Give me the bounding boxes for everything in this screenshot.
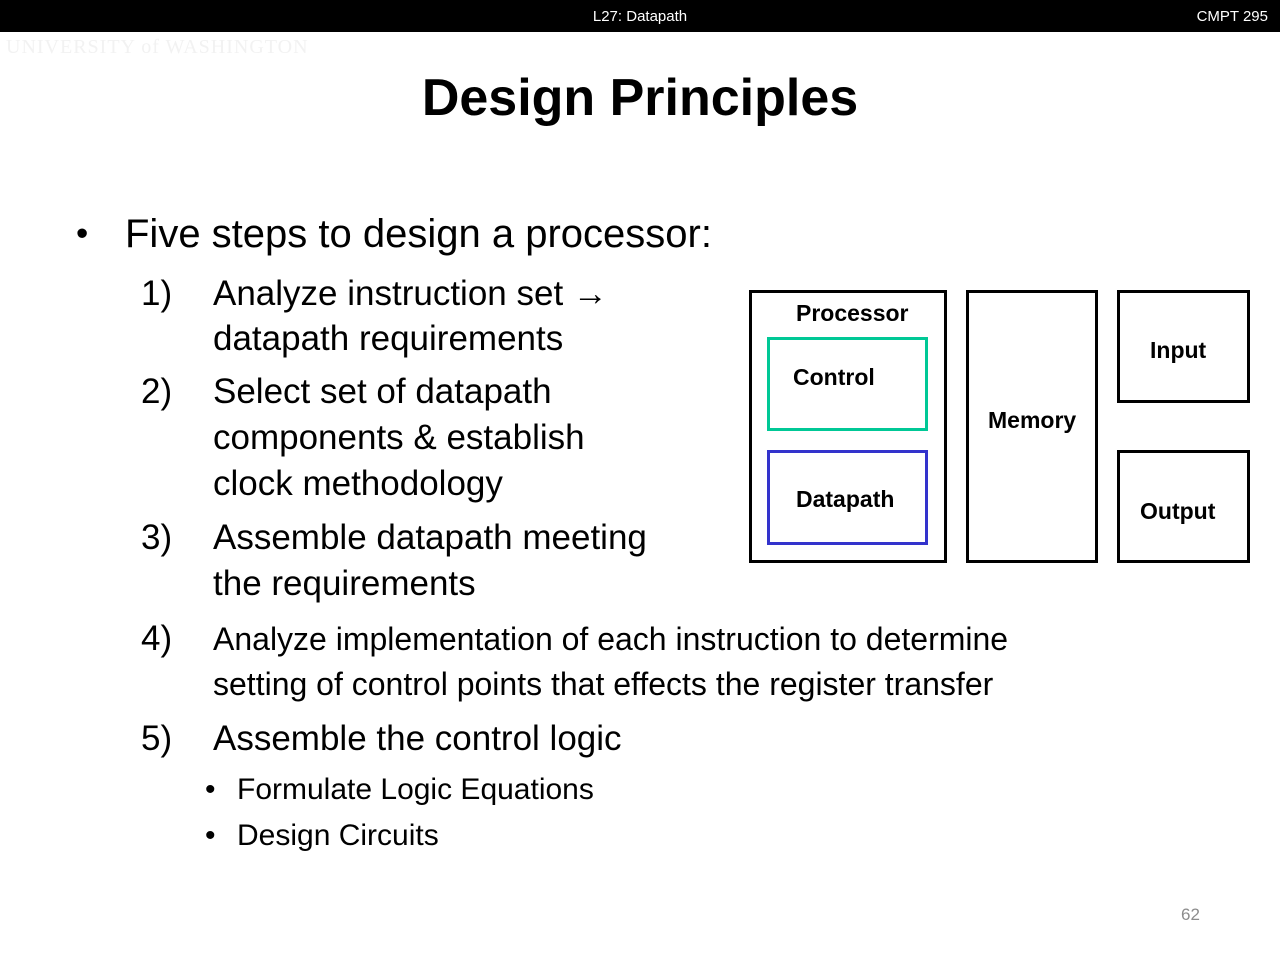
datapath-box — [767, 450, 928, 545]
sub-bullet: Formulate Logic Equations — [237, 773, 594, 806]
main-bullet: Five steps to design a processor: — [125, 212, 712, 256]
step-number: 1) — [141, 274, 173, 313]
top-bar: L27: Datapath CMPT 295 — [0, 0, 1280, 32]
step-line: Assemble the control logic — [213, 719, 622, 758]
step-number: 3) — [141, 518, 173, 557]
step-line: Select set of datapath — [213, 372, 552, 411]
step-number: 4) — [141, 619, 173, 658]
step-number: 5) — [141, 719, 173, 758]
step-number: 2) — [141, 372, 173, 411]
course-name: CMPT 295 — [1196, 8, 1268, 25]
input-box — [1117, 290, 1250, 403]
sub-bullet-icon: • — [205, 819, 216, 852]
bullet-icon: • — [76, 214, 89, 253]
step-line: the requirements — [213, 564, 476, 603]
control-label: Control — [793, 364, 875, 390]
memory-box — [966, 290, 1098, 563]
datapath-label: Datapath — [796, 486, 895, 512]
output-box — [1117, 450, 1250, 563]
step-line: Assemble datapath meeting — [213, 518, 647, 557]
control-box — [767, 337, 928, 431]
page-number: 62 — [1181, 905, 1200, 924]
output-label: Output — [1140, 498, 1216, 524]
step-line: clock methodology — [213, 464, 503, 503]
step-line: setting of control points that effects t… — [213, 666, 994, 702]
step-line: Analyze implementation of each instructi… — [213, 621, 1009, 657]
sub-bullet: Design Circuits — [237, 819, 439, 852]
processor-box — [749, 290, 947, 563]
step-line: Analyze instruction set → — [213, 274, 608, 313]
lecture-title: L27: Datapath — [592, 8, 688, 25]
university-watermark: UNIVERSITY of WASHINGTON — [6, 36, 309, 58]
step-line: components & establish — [213, 418, 585, 457]
processor-label: Processor — [796, 300, 909, 326]
step-line: datapath requirements — [213, 319, 564, 358]
slide-title: Design Principles — [421, 69, 859, 127]
input-label: Input — [1150, 337, 1207, 363]
memory-label: Memory — [988, 407, 1077, 433]
sub-bullet-icon: • — [205, 773, 216, 806]
